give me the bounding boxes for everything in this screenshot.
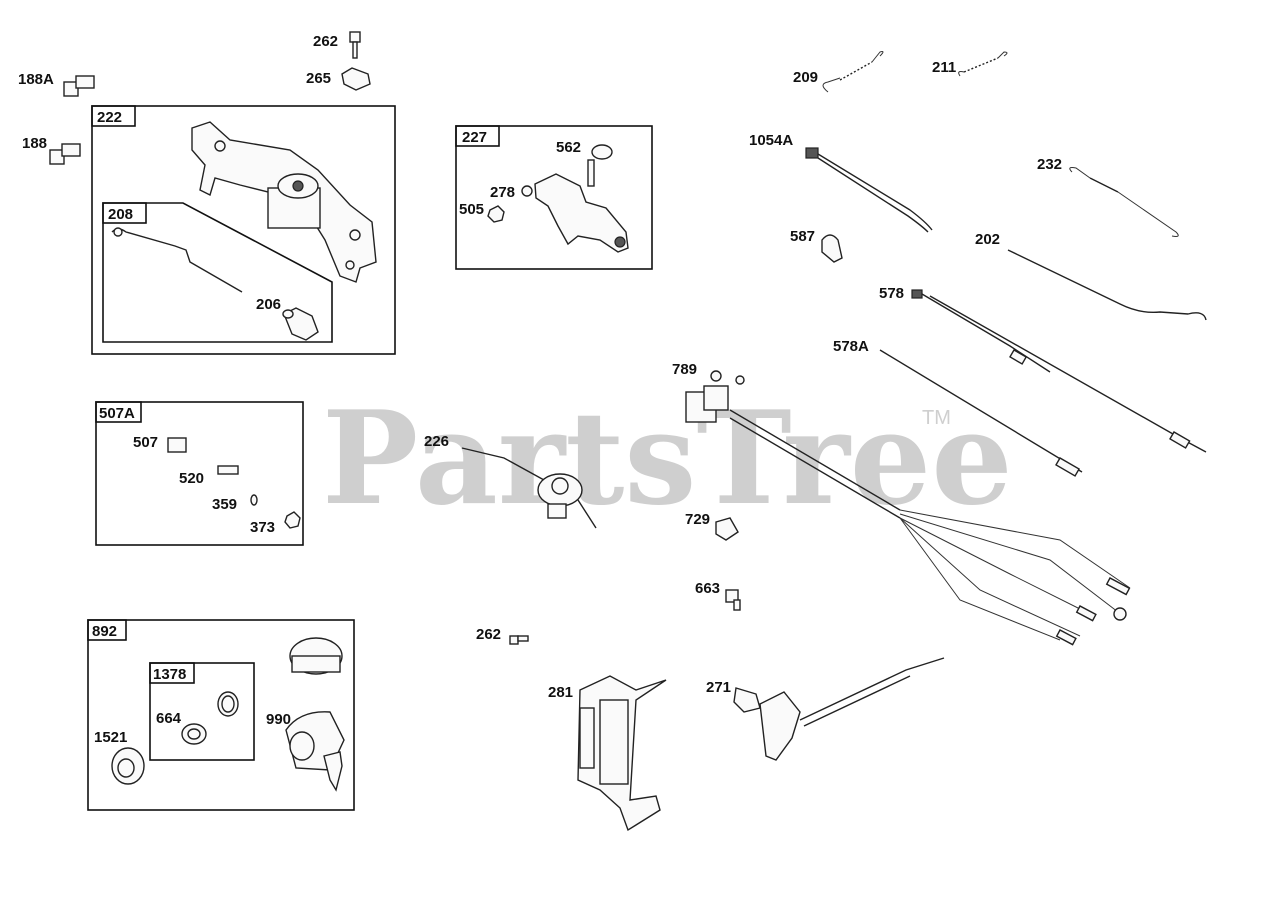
callout-663: 663 xyxy=(695,580,720,597)
bezel-1521-part xyxy=(111,747,145,785)
ignition-switch-990-part xyxy=(285,637,345,792)
callout-188: 188 xyxy=(22,135,47,152)
box-label-208: 208 xyxy=(108,206,133,223)
box-label-227: 227 xyxy=(462,129,487,146)
cable-tie-1054A-part xyxy=(805,147,933,233)
callout-262-bottom: 262 xyxy=(476,626,501,643)
box-label-507A: 507A xyxy=(99,405,135,422)
callout-359: 359 xyxy=(212,496,237,513)
nut-664-part xyxy=(181,723,207,745)
callout-206: 206 xyxy=(256,296,281,313)
rod-202-part xyxy=(1007,249,1207,321)
callout-520: 520 xyxy=(179,470,204,487)
callout-507: 507 xyxy=(133,434,158,451)
bolt-188A-part xyxy=(63,75,95,97)
callout-232: 232 xyxy=(1037,156,1062,173)
box-label-892: 892 xyxy=(92,623,117,640)
bolt-188-part xyxy=(49,143,81,165)
box-507A-tag xyxy=(95,401,142,423)
callout-278: 278 xyxy=(490,184,515,201)
box-208-frame xyxy=(102,202,333,343)
bracket-281-part xyxy=(577,675,667,832)
cable-578A-part xyxy=(879,349,1083,477)
clip-265-part xyxy=(341,67,371,91)
spring-209-part xyxy=(822,51,884,93)
link-rod-part xyxy=(111,228,243,293)
throttle-271-part xyxy=(733,657,945,761)
screw-262-top-part xyxy=(349,31,361,59)
box-227-frame xyxy=(455,125,653,270)
callout-262-top: 262 xyxy=(313,33,338,50)
callout-578A: 578A xyxy=(833,338,869,355)
callout-990: 990 xyxy=(266,711,291,728)
box-208-tag xyxy=(102,202,147,224)
assembly-507A: 507A 507 520 359 373 xyxy=(95,401,304,546)
box-1378-frame xyxy=(149,662,255,761)
bracket-227-part xyxy=(534,173,629,253)
assembly-222: 222 208 206 xyxy=(91,105,396,355)
box-label-222: 222 xyxy=(97,109,122,126)
callout-587: 587 xyxy=(790,228,815,245)
bracket-520-part xyxy=(217,465,239,475)
switch-226-part xyxy=(461,447,597,529)
callout-562: 562 xyxy=(556,139,581,156)
box-892-tag xyxy=(87,619,127,641)
box-222-frame xyxy=(91,105,396,355)
washer-278-part xyxy=(521,185,533,197)
callout-729: 729 xyxy=(685,511,710,528)
box-507A-frame xyxy=(95,401,304,546)
box-892-frame xyxy=(87,619,355,811)
cable-578-part xyxy=(911,289,1207,453)
box-1378-tag xyxy=(149,662,195,684)
nut-373-part xyxy=(284,511,301,529)
knob-206-part xyxy=(282,307,319,341)
callout-211: 211 xyxy=(932,59,956,76)
callout-1521: 1521 xyxy=(94,729,127,746)
box-label-1378: 1378 xyxy=(153,666,186,683)
clip-729-part xyxy=(715,517,739,541)
watermark-trademark: TM xyxy=(922,407,951,429)
clamp-587-part xyxy=(821,234,843,263)
callout-789: 789 xyxy=(672,361,697,378)
washer-359-part xyxy=(250,494,258,506)
callout-202: 202 xyxy=(975,231,1000,248)
callout-209: 209 xyxy=(793,69,818,86)
bolt-663-part xyxy=(725,589,741,611)
callout-226: 226 xyxy=(424,433,449,450)
assembly-892: 892 1378 664 990 1521 xyxy=(87,619,355,811)
harness-789-part xyxy=(685,370,1131,646)
callout-265: 265 xyxy=(306,70,331,87)
assembly-227: 227 562 278 505 xyxy=(455,125,653,270)
callout-505: 505 xyxy=(459,201,484,218)
box-227-tag xyxy=(455,125,500,147)
callout-271: 271 xyxy=(706,679,731,696)
bracket-solenoid-part xyxy=(191,121,377,283)
screw-262-bottom-part xyxy=(509,635,529,645)
spring-232-part xyxy=(1069,167,1179,237)
callout-188A: 188A xyxy=(18,71,54,88)
callout-373: 373 xyxy=(250,519,275,536)
nut-505-part xyxy=(487,205,505,223)
switch-507-part xyxy=(167,437,187,453)
callout-664: 664 xyxy=(156,710,182,727)
pin-562-part xyxy=(587,144,613,187)
spring-211-part xyxy=(958,51,1008,77)
callout-578: 578 xyxy=(879,285,904,302)
callout-1054A: 1054A xyxy=(749,132,793,149)
callout-281: 281 xyxy=(548,684,573,701)
box-222-tag xyxy=(91,105,136,127)
